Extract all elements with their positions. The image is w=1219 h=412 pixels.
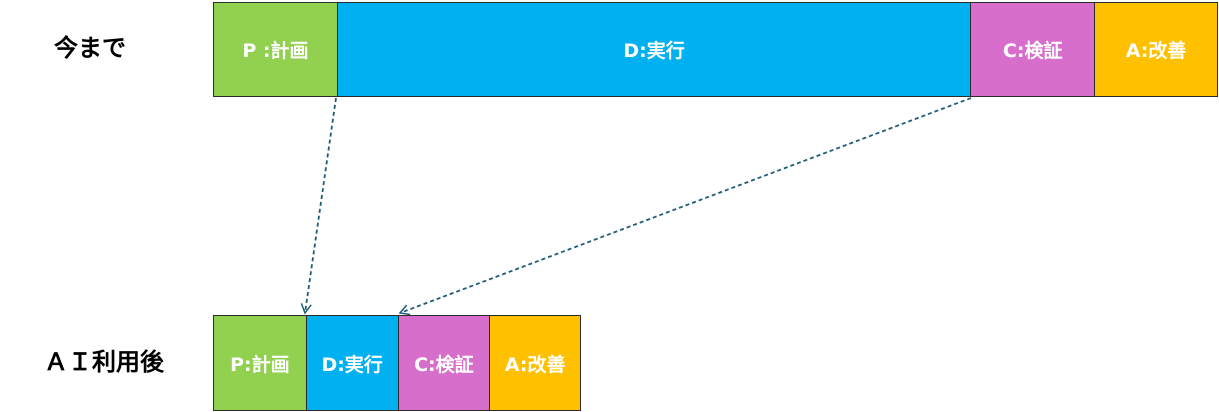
before-do-segment: D:実行 [337, 3, 972, 96]
before-plan-segment: P :計画 [214, 3, 338, 96]
do-duration-arrow [398, 97, 972, 316]
before-row-label: 今まで [54, 34, 126, 62]
after-row-label: ＡＩ利用後 [44, 348, 164, 376]
after-check-segment: C:検証 [398, 316, 491, 410]
plan-duration-arrow [300, 97, 337, 315]
after-pdca-bar: P:計画 D:実行 C:検証 A:改善 [213, 315, 581, 411]
before-act-segment: A:改善 [1095, 3, 1218, 96]
before-check-segment: C:検証 [971, 3, 1096, 96]
before-pdca-bar: P :計画 D:実行 C:検証 A:改善 [213, 2, 1218, 97]
after-act-segment: A:改善 [490, 316, 581, 410]
after-plan-segment: P:計画 [214, 316, 307, 410]
after-do-segment: D:実行 [306, 316, 399, 410]
